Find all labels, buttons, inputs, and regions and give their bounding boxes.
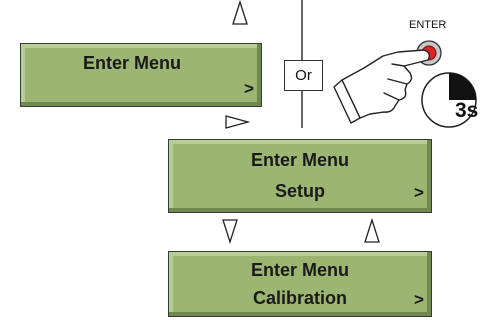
display-line-2: Calibration — [252, 288, 347, 308]
display-line-1: Enter Menu — [250, 150, 349, 170]
display-line-2: Setup — [274, 181, 325, 201]
or-label: Or — [284, 60, 323, 91]
display-arrow: > — [414, 290, 424, 309]
up-triangle-icon — [232, 0, 248, 25]
timer-icon — [421, 72, 477, 128]
enter-button-label: ENTER — [409, 19, 447, 31]
display-arrow: > — [414, 183, 424, 202]
hand-pressing-icon — [333, 49, 431, 124]
display-line-1: Enter Menu — [83, 53, 182, 73]
down-triangle-icon — [222, 219, 238, 245]
right-triangle-icon — [225, 115, 251, 129]
lcd-display-enter-menu: Enter Menu > — [20, 43, 262, 107]
lcd-display-setup: Enter Menu Setup > — [168, 139, 432, 213]
display-line-1: Enter Menu — [250, 260, 349, 280]
up-triangle-icon — [364, 217, 380, 243]
lcd-display-calibration: Enter Menu Calibration > — [168, 251, 432, 317]
display-arrow: > — [244, 79, 254, 98]
hold-duration-label: 3s — [455, 99, 479, 122]
